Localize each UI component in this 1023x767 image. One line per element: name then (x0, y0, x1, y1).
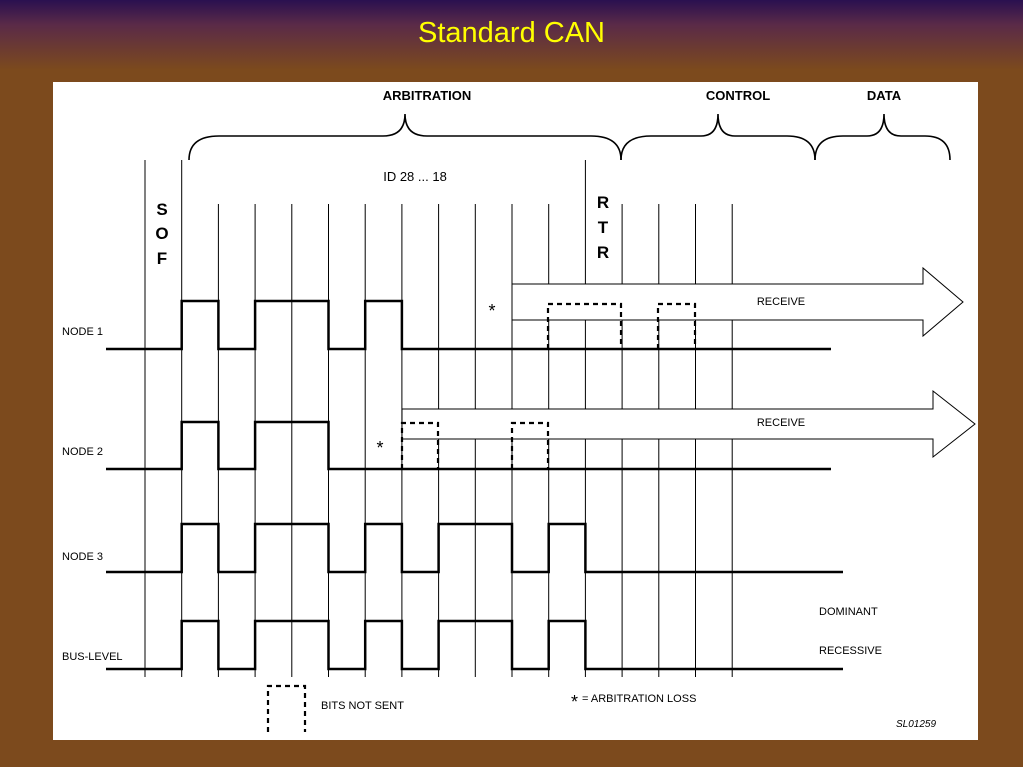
sof-letter-s: S (156, 200, 167, 219)
legend-star-symbol: * (571, 692, 578, 712)
section-control-label: CONTROL (706, 88, 770, 103)
rtr-letter-r1: R (597, 193, 609, 212)
legend-bits-not-sent-label: BITS NOT SENT (321, 700, 404, 712)
node2-receive-label: RECEIVE (757, 417, 805, 429)
legend-bits-not-sent-symbol (266, 684, 307, 732)
bus-level-waveform (106, 619, 843, 671)
legend-arbitration-loss-label: = ARBITRATION LOSS (582, 693, 696, 705)
data-brace (814, 113, 951, 161)
node1-unsent-pulse-2 (656, 302, 697, 349)
figure-reference: SL01259 (896, 719, 936, 730)
node2-unsent-pulse-1 (400, 421, 440, 469)
control-brace (620, 113, 816, 161)
can-arbitration-diagram: ARBITRATION CONTROL DATA ID 28 ... 18 S … (53, 82, 978, 740)
arbitration-brace (188, 113, 622, 161)
diagram-canvas: ARBITRATION CONTROL DATA ID 28 ... 18 S … (62, 88, 976, 732)
rtr-letter-t: T (598, 218, 609, 237)
node1-receive-arrow (511, 266, 964, 338)
node1-label: NODE 1 (62, 326, 103, 338)
dominant-label: DOMINANT (819, 606, 878, 618)
id-range-label: ID 28 ... 18 (383, 169, 447, 184)
bits-not-sent-pulses (400, 302, 697, 469)
node1-arbitration-loss-marker: * (488, 301, 495, 321)
node1-receive-label: RECEIVE (757, 296, 805, 308)
node2-label: NODE 2 (62, 446, 103, 458)
sof-letter-o: O (155, 224, 168, 243)
node3-label: NODE 3 (62, 551, 103, 563)
node2-arbitration-loss-marker: * (376, 438, 383, 458)
node1-waveform (106, 299, 831, 351)
section-arbitration-label: ARBITRATION (383, 88, 472, 103)
node2-unsent-pulse-2 (510, 421, 550, 469)
slide-title: Standard CAN (418, 17, 605, 49)
sof-letter-f: F (157, 249, 167, 268)
recessive-label: RECESSIVE (819, 645, 882, 657)
rtr-letter-r2: R (597, 243, 609, 262)
node2-waveform (106, 420, 831, 471)
title-band (0, 0, 1023, 70)
node3-waveform (106, 522, 843, 574)
bus-level-label: BUS-LEVEL (62, 651, 123, 663)
node1-unsent-pulse-1 (546, 302, 623, 349)
section-data-label: DATA (867, 88, 902, 103)
node2-receive-arrow (401, 389, 976, 459)
